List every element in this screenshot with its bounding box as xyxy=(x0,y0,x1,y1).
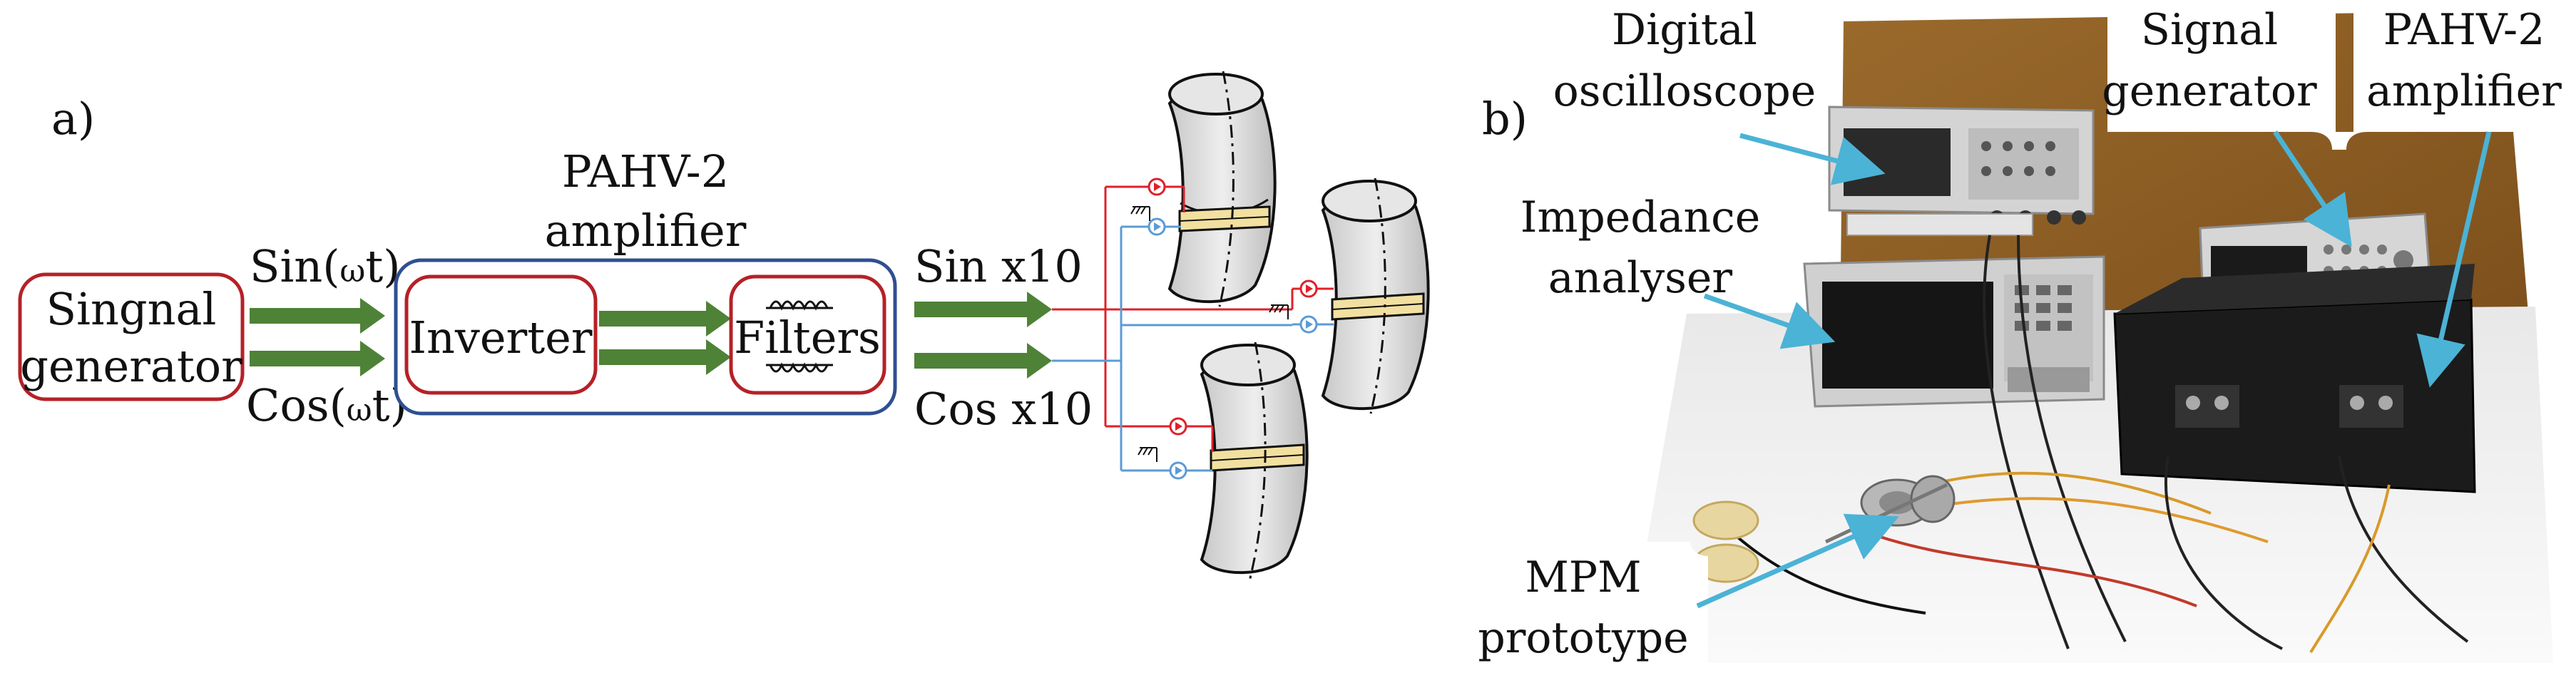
callout-oscilloscope-line2: oscilloscope xyxy=(1553,66,1816,116)
inner-arrow-bottom xyxy=(599,339,731,375)
tube-segment-bottom xyxy=(1200,341,1309,582)
amplifier-title-line2: amplifier xyxy=(545,205,747,257)
amplifier-device xyxy=(2113,264,2476,493)
signal-generator-label-line2: generator xyxy=(20,340,242,392)
inverter-box xyxy=(404,274,598,395)
inductor-top-icon xyxy=(766,300,833,311)
sin-wiring xyxy=(1052,185,1294,428)
pointer-signal-generator xyxy=(2273,130,2352,247)
tube-segment-middle xyxy=(1321,178,1430,414)
sin-output-arrow xyxy=(914,292,1052,327)
signal-generator-box xyxy=(18,272,245,401)
callout-oscilloscope-line1: Digital xyxy=(1612,5,1757,55)
sin-output-label: Sin x10 xyxy=(914,240,1083,292)
callout-amplifier-line2: amplifier xyxy=(2366,66,2562,116)
inductor-bottom-icon xyxy=(766,362,833,373)
callout-mpm-line2: prototype xyxy=(1478,613,1688,663)
pointer-impedance xyxy=(1703,293,1836,349)
cos-input-arrow xyxy=(250,341,385,376)
sin-input-arrow xyxy=(250,298,385,334)
pointer-mpm xyxy=(1696,513,1899,609)
callout-bg-signal-generator xyxy=(2107,0,2553,150)
cos-wiring xyxy=(1052,225,1294,472)
coil-terminals-middle xyxy=(1269,279,1334,334)
callout-impedance-line1: Impedance xyxy=(1520,192,1760,242)
callout-bg-impedance xyxy=(1505,178,1797,307)
signal-generator-label-line1: Singnal xyxy=(46,283,217,335)
sin-input-label: Sin(ωt) xyxy=(250,240,400,292)
inverter-label: Inverter xyxy=(409,312,592,364)
cos-output-arrow xyxy=(914,343,1052,379)
callout-signal-generator-line2: generator xyxy=(2102,66,2317,116)
panel-b: b) xyxy=(1469,0,2562,673)
panel-b-label: b) xyxy=(1482,93,1528,145)
inner-arrow-top xyxy=(599,301,731,336)
oscilloscope-device xyxy=(1828,106,2095,236)
callout-amplifier-line1: PAHV-2 xyxy=(2383,5,2545,55)
coil-terminals-top xyxy=(1130,178,1185,236)
callout-mpm-line1: MPM xyxy=(1525,553,1641,602)
panel-a: a) Singnal generator Sin(ωt) Cos(ωt) PAH… xyxy=(18,71,1430,582)
amplifier-title-line1: PAHV-2 xyxy=(562,145,729,197)
callout-bg-mpm xyxy=(1469,542,1708,673)
panel-a-label: a) xyxy=(51,93,95,145)
pointer-amplifier xyxy=(2416,131,2492,388)
cos-input-label: Cos(ωt) xyxy=(246,379,407,431)
signal-generator-block: Singnal generator xyxy=(18,272,245,401)
cos-output-label: Cos x10 xyxy=(914,383,1093,435)
callout-impedance-line2: analyser xyxy=(1548,253,1733,303)
lab-setup-photo xyxy=(1626,11,2553,663)
callout-bg-oscilloscope xyxy=(1576,0,1826,153)
filters-box xyxy=(729,274,886,395)
impedance-analyser-device xyxy=(1803,255,2105,408)
filters-label: Filters xyxy=(734,312,881,364)
callout-signal-generator-line1: Signal xyxy=(2141,5,2278,55)
pointer-oscilloscope xyxy=(1739,133,1886,185)
coil-terminals-bottom xyxy=(1138,417,1214,480)
tube-segment-top xyxy=(1167,71,1277,307)
